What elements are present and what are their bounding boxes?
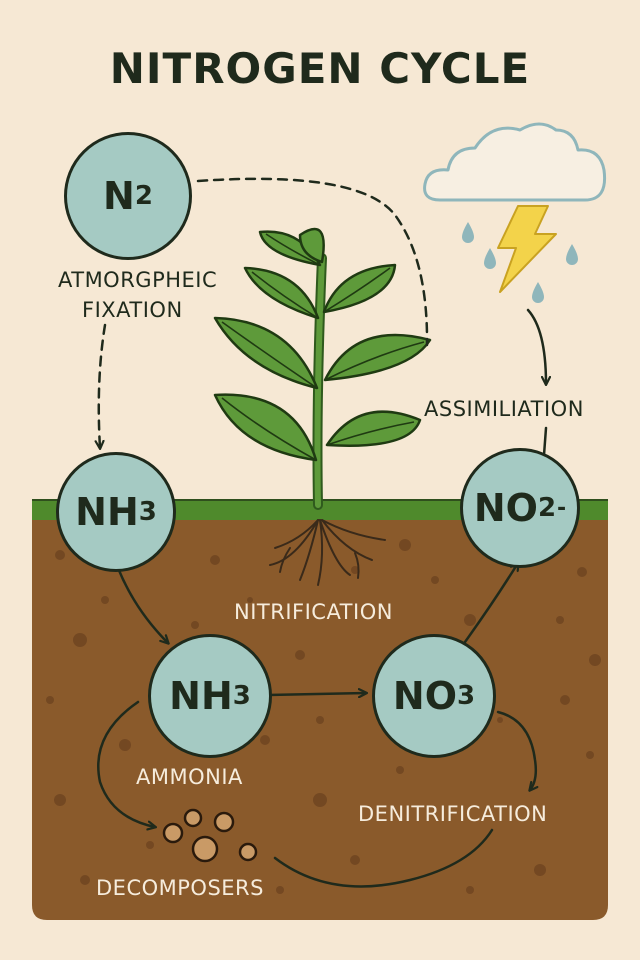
label-assimilation: ASSIMILIATION — [424, 397, 584, 421]
label-decomposers: DECOMPOSERS — [96, 876, 264, 900]
node-n2-base: N — [103, 174, 135, 218]
label-denitrification: DENITRIFICATION — [358, 802, 548, 826]
node-nh3-soil-sub: 3 — [232, 681, 251, 711]
page-title: NITROGEN CYCLE — [109, 44, 531, 93]
arrow-nh3-to-no3 — [266, 693, 366, 695]
node-no3-base: NO — [392, 674, 457, 718]
label-nitrification: NITRIFICATION — [234, 600, 393, 624]
node-nh3-surface-base: NH — [75, 490, 139, 534]
label-fixation-line1: ATMORGPHEIC — [58, 268, 218, 292]
node-no2-sub: 2 — [537, 493, 557, 523]
label-fixation-line2: FIXATION — [82, 298, 183, 322]
node-no3-sub: 3 — [457, 681, 476, 711]
arrow-nh3-to-nh3soil — [116, 566, 168, 643]
arrow-no3-to-no2 — [463, 563, 518, 644]
decomposers-icon — [162, 808, 258, 863]
arrow-decomposers-to-denitrification — [273, 828, 494, 888]
node-no2-sup: - — [557, 495, 567, 521]
node-nh3-soil-base: NH — [169, 674, 233, 718]
cloud-icon — [423, 122, 607, 202]
line-assimilation-to-no2 — [542, 426, 548, 457]
label-ammonia: AMMONIA — [136, 765, 243, 789]
node-n2-sub: 2 — [134, 181, 153, 211]
node-no2-base: NO — [473, 486, 538, 530]
arrow-n2-to-plant — [196, 177, 429, 347]
arrow-fixation-to-nh3 — [99, 323, 107, 448]
plant-icon — [213, 227, 432, 586]
raindrop-icon — [462, 222, 578, 303]
arrow-no3-to-denitrification — [496, 710, 536, 790]
lightning-icon — [497, 205, 557, 293]
node-nh3-surface-sub: 3 — [138, 497, 157, 527]
arrow-lightning-to-assimilation — [526, 308, 546, 384]
arrow-ammonia-to-decomposers — [97, 700, 155, 827]
